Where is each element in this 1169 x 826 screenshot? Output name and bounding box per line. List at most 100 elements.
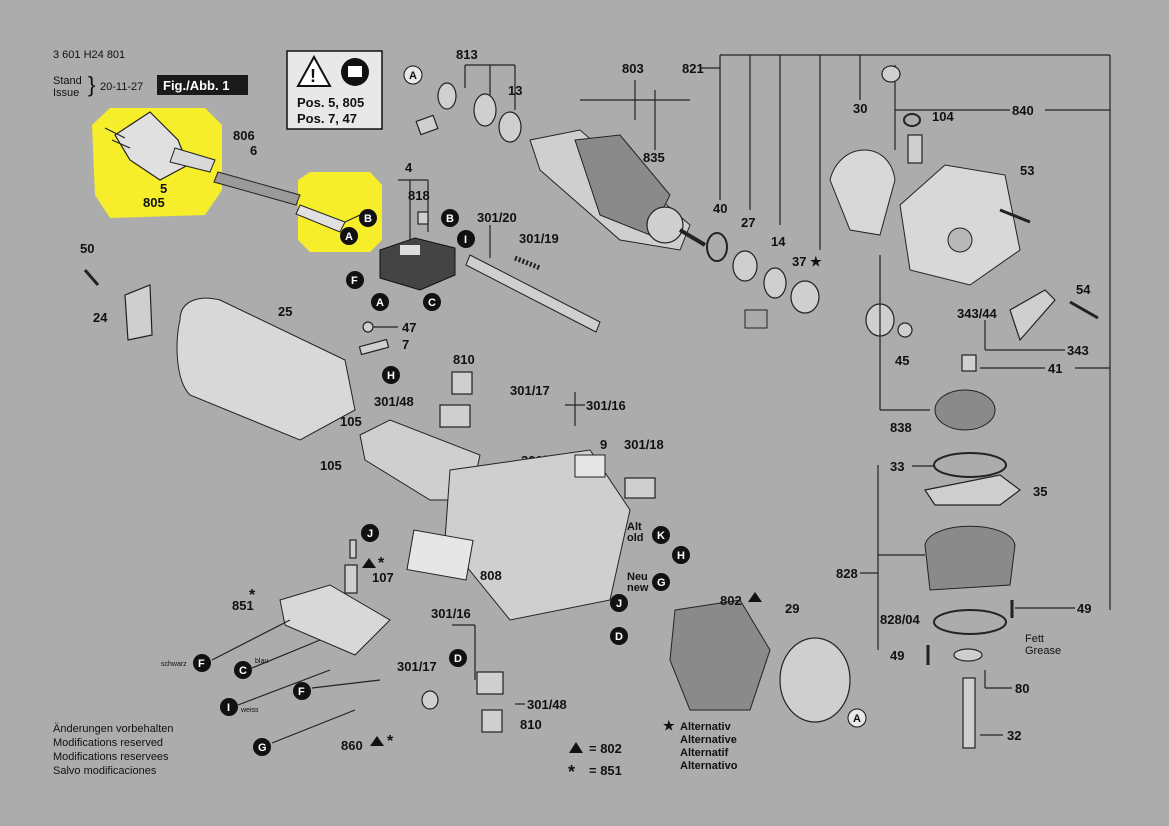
- label-40: 40: [713, 201, 727, 216]
- label-47: 47: [402, 320, 416, 335]
- clamp-7-part: [358, 338, 390, 356]
- issue-label: Issue: [53, 87, 79, 99]
- label-301-20: 301/20: [477, 210, 517, 225]
- svg-text:G: G: [657, 577, 666, 589]
- electronics-module-851-part: [279, 584, 391, 656]
- circle-marker-A-top: A: [340, 227, 358, 245]
- bushing-41-part: [961, 354, 977, 372]
- footer-line-1: Änderungen vorbehalten: [53, 723, 173, 735]
- stand-label: Stand: [53, 75, 82, 87]
- label-105-b: 105: [320, 458, 342, 473]
- bearing-14-part: [763, 267, 787, 299]
- motor-housing-part: [176, 297, 356, 441]
- switch-301-18-part: [624, 477, 656, 499]
- label-821: 821: [682, 61, 704, 76]
- plug-cable-part: [104, 111, 361, 233]
- issue-date: 20-11-27: [100, 81, 143, 93]
- alternativ-line-1: Alternativ: [680, 721, 732, 733]
- label-105-a: 105: [340, 414, 362, 429]
- bevel-gear-838-part: [934, 389, 996, 431]
- label-29: 29: [785, 601, 799, 616]
- label-301-16-b: 301/16: [431, 606, 471, 621]
- svg-text:H: H: [677, 550, 685, 562]
- circle-marker-C-left: C: [234, 661, 252, 679]
- warning-pos-line-1: Pos. 5, 805: [297, 95, 364, 110]
- triangle-icon-860: [370, 736, 384, 746]
- alt-label: Alt: [627, 521, 642, 533]
- circle-marker-F-left-2: F: [293, 682, 311, 700]
- triangle-icon-legend: [569, 742, 583, 753]
- screw-53-part: [999, 208, 1031, 224]
- label-27: 27: [741, 215, 755, 230]
- label-6: 6: [250, 143, 257, 158]
- circle-marker-C-switch: C: [423, 293, 441, 311]
- warning-triangle-icon: [296, 54, 332, 87]
- triangle-icon-107: [362, 558, 376, 568]
- old-label: old: [627, 532, 644, 544]
- field-802-part: [669, 599, 771, 711]
- fig-label-box: [157, 75, 248, 95]
- legend-star-value: = 851: [589, 763, 622, 778]
- label-828-04: 828/04: [880, 612, 921, 627]
- wire-label-blau: blau: [255, 658, 268, 665]
- screw-54-part: [1069, 300, 1099, 320]
- svg-text:I: I: [464, 234, 467, 246]
- star-icon-37: ★: [810, 254, 822, 269]
- svg-text:B: B: [446, 213, 454, 225]
- svg-text:J: J: [367, 528, 373, 540]
- label-4: 4: [405, 160, 413, 175]
- label-25: 25: [278, 304, 292, 319]
- svg-text:C: C: [428, 297, 436, 309]
- label-808: 808: [480, 568, 502, 583]
- capacitor-107-part: [344, 564, 358, 594]
- circle-marker-F-switch: F: [346, 271, 364, 289]
- circle-marker-H-right: H: [672, 546, 690, 564]
- svg-text:A: A: [409, 70, 417, 82]
- cap-part: [881, 65, 901, 83]
- bearing-1-part: [437, 82, 457, 110]
- seal-33-part: [933, 452, 1007, 478]
- svg-text:A: A: [376, 297, 384, 309]
- label-5: 5: [160, 181, 167, 196]
- fett-label: Fett: [1025, 633, 1044, 645]
- spring-301-19-part: [514, 255, 541, 271]
- screw-50-part: [83, 269, 100, 286]
- label-802: 802: [720, 593, 742, 608]
- label-35: 35: [1033, 484, 1047, 499]
- o-ring-104-part: [903, 113, 921, 127]
- warning-box: ! Pos. 5, 805 Pos. 7, 47: [286, 50, 383, 130]
- lever-343-part: [1009, 289, 1056, 342]
- label-818: 818: [408, 188, 430, 203]
- label-301-18: 301/18: [624, 437, 664, 452]
- label-860: 860: [341, 738, 363, 753]
- svg-text:D: D: [615, 631, 623, 643]
- svg-text:F: F: [351, 275, 358, 287]
- footer-line-4: Salvo modificaciones: [53, 765, 157, 777]
- brush-holder-301-16b-part: [476, 671, 504, 695]
- triangle-icon-802: [748, 592, 762, 602]
- label-810-a: 810: [453, 352, 475, 367]
- label-45: 45: [895, 353, 909, 368]
- circle-marker-B-switch: B: [441, 209, 459, 227]
- star-icon-legend-851: *: [568, 762, 575, 782]
- svg-text:F: F: [298, 686, 305, 698]
- svg-text:K: K: [657, 530, 665, 542]
- label-7: 7: [402, 337, 409, 352]
- label-41: 41: [1048, 361, 1062, 376]
- label-805: 805: [143, 195, 165, 210]
- bearing-3-part: [498, 111, 522, 143]
- ring-27-part: [732, 250, 758, 282]
- circle-marker-H-mid: H: [382, 366, 400, 384]
- screw-47-part: [362, 321, 374, 333]
- wire-label-weiss: weiss: [240, 707, 259, 714]
- label-838: 838: [890, 420, 912, 435]
- label-32: 32: [1007, 728, 1021, 743]
- circle-marker-J-right: J: [610, 594, 628, 612]
- gear-housing-part: [899, 164, 1021, 286]
- doc-number: 3 601 H24 801: [53, 49, 125, 61]
- label-107: 107: [372, 570, 394, 585]
- brush-holder-part: [415, 114, 439, 136]
- circle-marker-A-cover: A: [847, 708, 867, 728]
- label-851: 851: [232, 598, 254, 613]
